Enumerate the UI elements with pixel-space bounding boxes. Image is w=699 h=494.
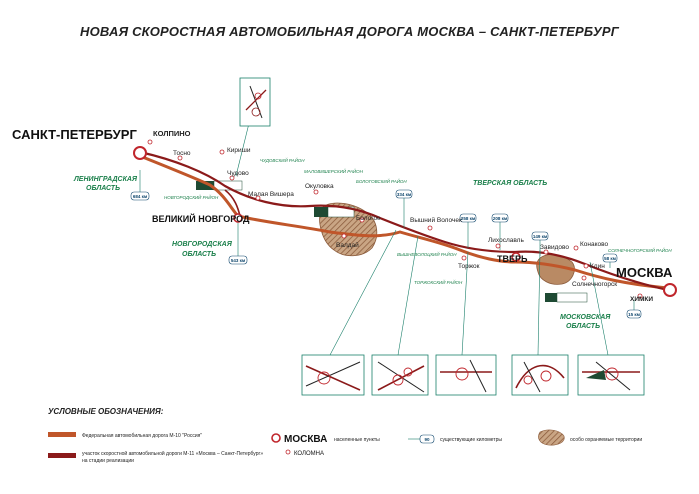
region-moscow-2: ОБЛАСТЬ <box>566 323 600 330</box>
road-m10 <box>139 154 669 290</box>
label-tosno: Тосно <box>173 150 191 157</box>
svg-text:258 км: 258 км <box>461 216 476 221</box>
label-moscow: МОСКВА <box>616 265 673 280</box>
km-marker-543: 543 км <box>228 255 248 265</box>
km-marker-149: 149 км <box>531 231 549 241</box>
legend-heading: УСЛОВНЫЕ ОБОЗНАЧЕНИЯ: <box>48 407 164 416</box>
label-kirishi: Кириши <box>227 147 251 154</box>
label-malaya-vishera: Малая Вишера <box>248 191 294 198</box>
legend-sample-city-big: МОСКВА <box>284 434 327 445</box>
label-konakovo: Конаково <box>580 241 609 248</box>
km-marker-58: 58 км <box>602 253 618 263</box>
small-city-markers <box>147 139 643 299</box>
interchange-diagram-2 <box>371 354 429 396</box>
district-chudovsky: ЧУДОВСКИЙ РАЙОН <box>260 156 305 163</box>
interchange-diagram-1 <box>301 354 365 396</box>
svg-text:543 км: 543 км <box>231 258 246 263</box>
interchange-connectors <box>235 102 609 356</box>
svg-text:684 км: 684 км <box>133 194 148 199</box>
label-tver: ТВЕРЬ <box>497 254 528 264</box>
label-solnechnogorsk: Солнечногорск <box>572 281 617 288</box>
legend-label-interchanges: существующие километры <box>440 437 502 443</box>
legend-label-settlements: населенные пункты <box>334 437 380 443</box>
city-marker-moscow <box>663 283 677 297</box>
district-torzhoksky: ТОРЖОКСКИЙ РАЙОН <box>414 278 463 285</box>
nature-reserve-marker-zavidovo <box>545 292 588 303</box>
label-vyshny-volochek: Вышний Волочек <box>410 216 462 224</box>
region-novgorod-2: ОБЛАСТЬ <box>182 251 216 258</box>
legend-protected-swatch <box>538 429 565 446</box>
district-malovishersky: МАЛОВИШЕРСКИЙ РАЙОН <box>304 167 364 174</box>
svg-text:58 км: 58 км <box>604 256 617 261</box>
region-tver: ТВЕРСКАЯ ОБЛАСТЬ <box>473 180 547 187</box>
region-moscow-1: МОСКОВСКАЯ <box>560 314 611 321</box>
legend-label-m11-1: участок скоростной автомобильной дороги … <box>82 450 263 457</box>
district-solnechnogorsky: СОЛНЕЧНОГОРСКИЙ РАЙОН <box>608 246 672 253</box>
km-marker-684: 684 км <box>130 191 150 201</box>
city-marker-tver <box>511 252 521 262</box>
svg-text:208 км: 208 км <box>493 216 508 221</box>
legend-city-ring-small <box>285 449 291 455</box>
label-kolpino: КОЛПИНО <box>153 129 191 138</box>
label-khimki: ХИМКИ <box>630 296 653 303</box>
svg-text:15 км: 15 км <box>628 312 641 317</box>
label-chudovo: Чудово <box>227 170 249 177</box>
legend-swatch-m10 <box>48 432 76 437</box>
svg-text:334 км: 334 км <box>397 192 412 197</box>
interchange-diagram-chudovo <box>239 77 271 127</box>
label-novgorod: ВЕЛИКИЙ НОВГОРОД <box>152 213 250 224</box>
district-bologovsky: БОЛОГОВСКИЙ РАЙОН <box>356 177 407 184</box>
label-zavidovo: Завидово <box>540 244 569 251</box>
district-vyshnevolotsky: ВЫШНЕВОЛОЦКИЙ РАЙОН <box>397 250 457 257</box>
region-novgorod-1: НОВГОРОДСКАЯ <box>172 241 233 248</box>
road-m11 <box>139 150 669 292</box>
legend-city-ring-big <box>271 433 281 443</box>
district-novgorodsky: НОВГОРОДСКИЙ РАЙОН <box>164 193 219 200</box>
city-marker-spb <box>133 146 147 160</box>
label-okulovka: Окуловка <box>305 183 334 190</box>
legend-km-sample: 90 <box>424 437 430 442</box>
map-title: НОВАЯ СКОРОСТНАЯ АВТОМОБИЛЬНАЯ ДОРОГА МО… <box>80 24 619 39</box>
label-klin: Клин <box>590 263 605 270</box>
city-marker-novgorod <box>233 213 243 223</box>
km-marker-208: 208 км <box>491 213 509 223</box>
legend-label-protected: особо охраняемые территории <box>570 437 642 443</box>
km-marker-15: 15 км <box>626 309 642 319</box>
label-bologoe: Бологое <box>356 215 381 222</box>
region-leningrad-2: ОБЛАСТЬ <box>86 185 120 192</box>
km-marker-stems <box>139 170 635 310</box>
interchange-diagram-3 <box>435 354 497 396</box>
legend-swatch-m11 <box>48 453 76 458</box>
label-valday: Валдай <box>336 241 359 249</box>
label-spb: САНКТ-ПЕТЕРБУРГ <box>12 127 137 142</box>
legend-km-sample-box <box>419 434 435 444</box>
svg-text:149 км: 149 км <box>533 234 548 239</box>
label-torzhok: Торжок <box>458 263 480 270</box>
nature-reserve-marker-novgorod <box>196 180 243 191</box>
legend-label-m11-2: на стадии реализации <box>82 458 134 464</box>
km-marker-258: 258 км <box>459 213 477 223</box>
interchange-diagram-4 <box>511 354 569 396</box>
km-marker-334: 334 км <box>395 189 413 199</box>
label-likhoslavl: Лихославль <box>488 237 524 244</box>
legend-sample-city-small: КОЛОМНА <box>294 451 324 457</box>
region-leningrad-1: ЛЕНИНГРАДСКАЯ <box>73 176 138 183</box>
interchange-diagram-5 <box>577 354 645 396</box>
legend: Федеральная автомобильная дорога М-10 "Р… <box>48 429 642 464</box>
legend-label-m10: Федеральная автомобильная дорога М-10 "Р… <box>82 433 202 439</box>
